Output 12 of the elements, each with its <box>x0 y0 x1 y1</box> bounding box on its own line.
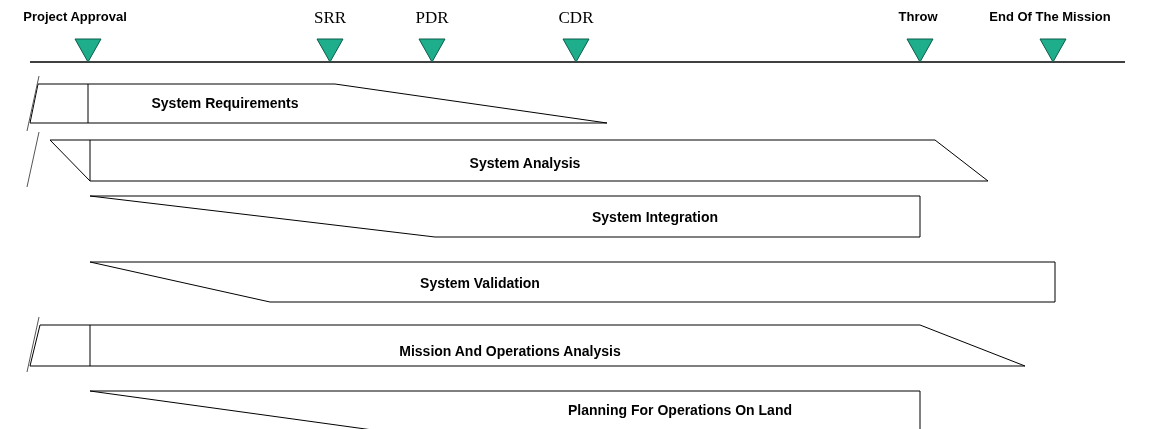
milestone-label: CDR <box>558 8 594 28</box>
phase-label: System Requirements <box>151 95 299 111</box>
milestone-label: Project Approval <box>23 9 127 24</box>
phase-label: System Analysis <box>469 155 581 171</box>
milestone-label: SRR <box>313 8 347 28</box>
milestone-label: End Of The Mission <box>989 9 1111 24</box>
phase-label: Mission And Operations Analysis <box>399 343 621 359</box>
milestone-label: Throw <box>898 9 938 24</box>
milestone-label: PDR <box>415 8 449 28</box>
phase-label: System Integration <box>592 209 718 225</box>
phase-label: System Validation <box>420 275 540 291</box>
phase-label: Planning For Operations On Land <box>568 402 792 418</box>
